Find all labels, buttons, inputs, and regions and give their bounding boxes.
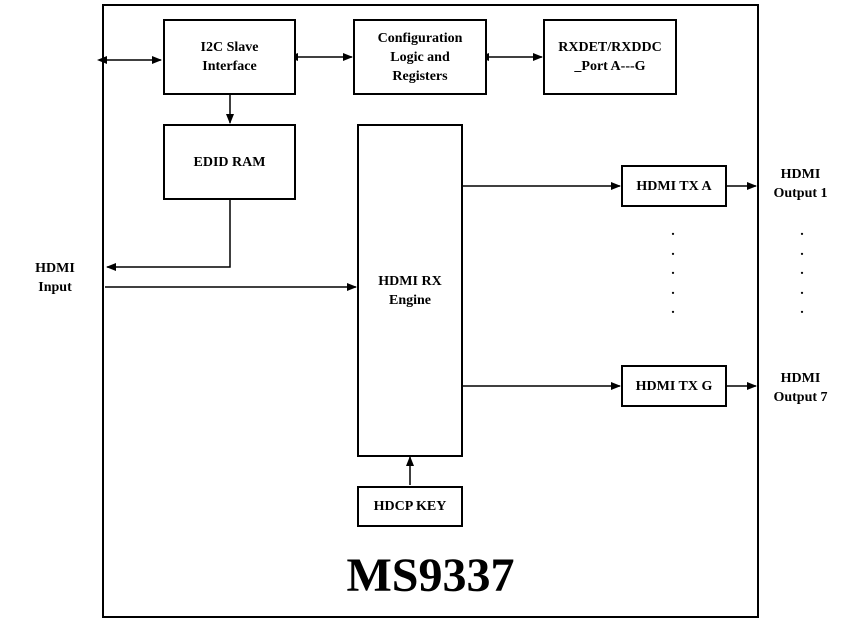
hdmi-rx-engine-block: HDMI RX Engine (357, 124, 463, 457)
rxdet-rxddc-block: RXDET/RXDDC _Port A---G (543, 19, 677, 95)
hdmi-output-7-label: HDMI Output 7 (773, 371, 828, 405)
chip-name: MS9337 (346, 549, 515, 602)
hdmi-input-label: HDMI Input (35, 261, 75, 295)
tx-ellipsis: . . . . . (671, 224, 675, 317)
i2c-slave-interface-block: I2C Slave Interface (163, 19, 296, 95)
edid-ram-block: EDID RAM (163, 124, 296, 200)
hdmi-output-1-label: HDMI Output 1 (773, 167, 828, 201)
configuration-logic-block: Configuration Logic and Registers (353, 19, 487, 95)
chip-outline (102, 4, 759, 618)
hdmi-tx-g-block: HDMI TX G (621, 365, 727, 407)
hdmi-tx-a-block: HDMI TX A (621, 165, 727, 207)
output-ellipsis: . . . . . (800, 224, 804, 317)
arrow-edid-output (106, 200, 231, 271)
hdcp-key-block: HDCP KEY (357, 486, 463, 527)
